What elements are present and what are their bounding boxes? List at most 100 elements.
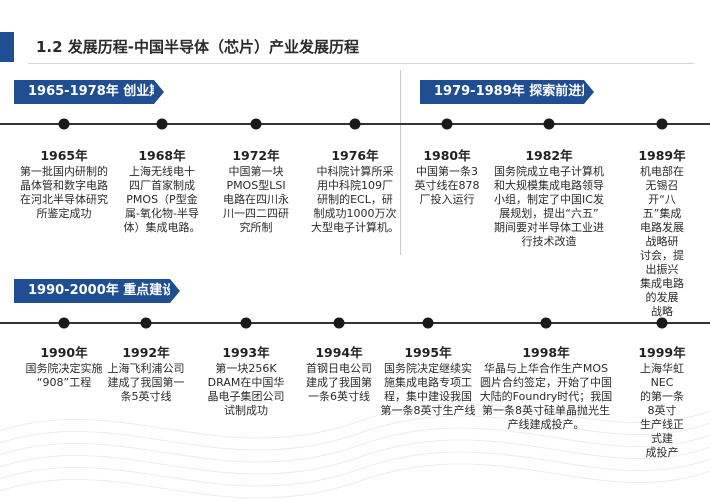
event-description-line: 究所制 [239,221,273,234]
event-year: 1976年 [331,148,379,163]
event-description-line: 上海华虹NEC [640,362,684,389]
event-description-line: 国务院决定实施 [25,362,103,375]
event-description: 国务院决定继续实施集成电路专项工程，集中建设我国第一条8英寸生产线 [381,362,476,418]
event-description-line: 和大规模集成电路领导 [494,179,604,192]
event-description-line: 研制的ECL，研 [317,193,393,206]
timeline-dot [58,118,70,130]
timeline-event: 1982年国务院成立电子计算机和大规模集成电路领导小组，制定了中国IC发展规划，… [494,148,604,249]
event-description-line: 四厂首家制成 [129,179,195,192]
event-description-line: 制成功1000万次 [313,207,397,220]
timeline-dot [441,118,453,130]
event-year: 1992年 [122,345,170,360]
event-description-line: 上海无线电十 [129,165,195,178]
event-year: 1995年 [404,345,452,360]
timeline-dot [140,317,152,329]
event-description-line: 集成电路的发展 [640,277,684,304]
event-description-line: 上海飞利浦公司 [107,362,185,375]
event-description-line: 在河北半导体研究 [20,193,108,206]
timeline-dot [540,317,552,329]
event-year: 1990年 [40,345,88,360]
event-description-line: DRAM在中国华 [207,376,285,389]
event-year: 1980年 [423,148,471,163]
event-description: 第一批国内研制的晶体管和数字电路在河北半导体研究所鉴定成功 [20,165,108,221]
timeline-dot [333,317,345,329]
event-year: 1989年 [638,148,686,163]
event-description-line: “908”工程 [36,376,92,389]
event-description-line: 的第一条8英寸 [640,390,684,417]
timeline-dot [250,118,262,130]
event-description-line: 国务院成立电子计算机 [494,165,604,178]
event-year: 1982年 [525,148,573,163]
event-description-line: 中国第一条3 [416,165,478,178]
timeline-dot [240,317,252,329]
event-description: 中科院计算所采用中科院109厂研制的ECL，研制成功1000万次大型电子计算机。 [311,165,399,235]
event-description-line: 建成了我国第一 [107,376,185,389]
timeline-event: 1990年国务院决定实施“908”工程 [26,345,103,390]
event-description-line: 属-氧化物-半导 [125,207,199,220]
event-description-line: 第一条8英寸生产线 [380,404,476,417]
event-description-line: 晶电子集团公司 [207,390,285,403]
event-description-line: 第一块256K [215,362,277,375]
event-description: 上海飞利浦公司建成了我国第一条5英寸线 [108,362,185,404]
timeline-dot [656,317,668,329]
event-description-line: PMOS型LSI [226,179,286,192]
event-description-line: 英寸线在878 [414,179,480,192]
event-description-line: 程，集中建设我国 [384,390,472,403]
timeline-dot [349,118,361,130]
event-description-line: 所鉴定成功 [36,207,92,220]
event-description-line: 生产线正式建 [640,418,684,445]
timeline-event: 1965年第一批国内研制的晶体管和数字电路在河北半导体研究所鉴定成功 [20,148,108,221]
event-year: 1965年 [40,148,88,163]
period-divider [400,70,401,255]
event-description-line: 期间要对半导体工业进 [494,221,604,234]
timeline-event: 1992年上海飞利浦公司建成了我国第一条5英寸线 [108,345,185,404]
timeline-dot [422,317,434,329]
event-description-line: 讨会，提出振兴 [640,249,684,276]
timeline-dot [58,317,70,329]
event-year: 1994年 [315,345,363,360]
period-label-exploration: 1979-1989年 探索前进期 [420,80,594,104]
event-description: 首钢日电公司建成了我国第一条6英寸线 [306,362,372,404]
page-title: 1.2 发展历程-中国半导体（芯片）产业发展历程 [36,38,360,56]
event-description-line: 战略 [651,305,673,318]
event-description-line: 用中科院109厂 [317,179,393,192]
event-description-line: 华晶与上华合作生产MOS [483,362,609,375]
event-description-line: 第一条8英寸硅单晶抛光生 [482,404,610,417]
event-description-line: 首钢日电公司 [306,362,372,375]
event-description-line: 行技术改造 [521,235,577,248]
event-description-line: 一条6英寸线 [308,390,370,403]
event-description-line: 第一批国内研制的 [20,165,108,178]
event-description-line: 川一四二四研 [223,207,289,220]
event-year: 1968年 [138,148,186,163]
event-description-line: 成投产 [645,446,679,459]
title-divider [28,63,694,64]
event-description-line: 中国第一块 [228,165,284,178]
event-description-line: 厂投入运行 [419,193,475,206]
period-label-key-construction: 1990-2000年 重点建设期 [14,279,188,303]
event-description-line: 大型电子计算机。 [311,221,399,234]
timeline-event: 1989年机电部在无锡召开“八五”集成电路发展战略研讨会，提出振兴集成电路的发展… [638,148,686,319]
event-description-line: 开“八五”集成 [642,193,682,220]
timeline-dot [543,118,555,130]
event-description-line: 展规划，提出“六五” [499,207,599,220]
event-description-line: 大陆的Foundry时代；我国 [479,390,613,403]
event-description-line: 体）集成电路。 [123,221,201,234]
timeline-event: 1995年国务院决定继续实施集成电路专项工程，集中建设我国第一条8英寸生产线 [381,345,476,418]
event-year: 1999年 [638,345,686,360]
event-description: 国务院成立电子计算机和大规模集成电路领导小组，制定了中国IC发展规划，提出“六五… [494,165,604,249]
event-description-line: 电路在四川永 [223,193,289,206]
event-description-line: 中科院计算所采 [316,165,394,178]
event-description: 机电部在无锡召开“八五”集成电路发展战略研讨会，提出振兴集成电路的发展战略 [638,165,686,319]
event-description: 国务院决定实施“908”工程 [26,362,103,390]
event-description-line: 圆片合约签定，开始了中国 [480,376,612,389]
